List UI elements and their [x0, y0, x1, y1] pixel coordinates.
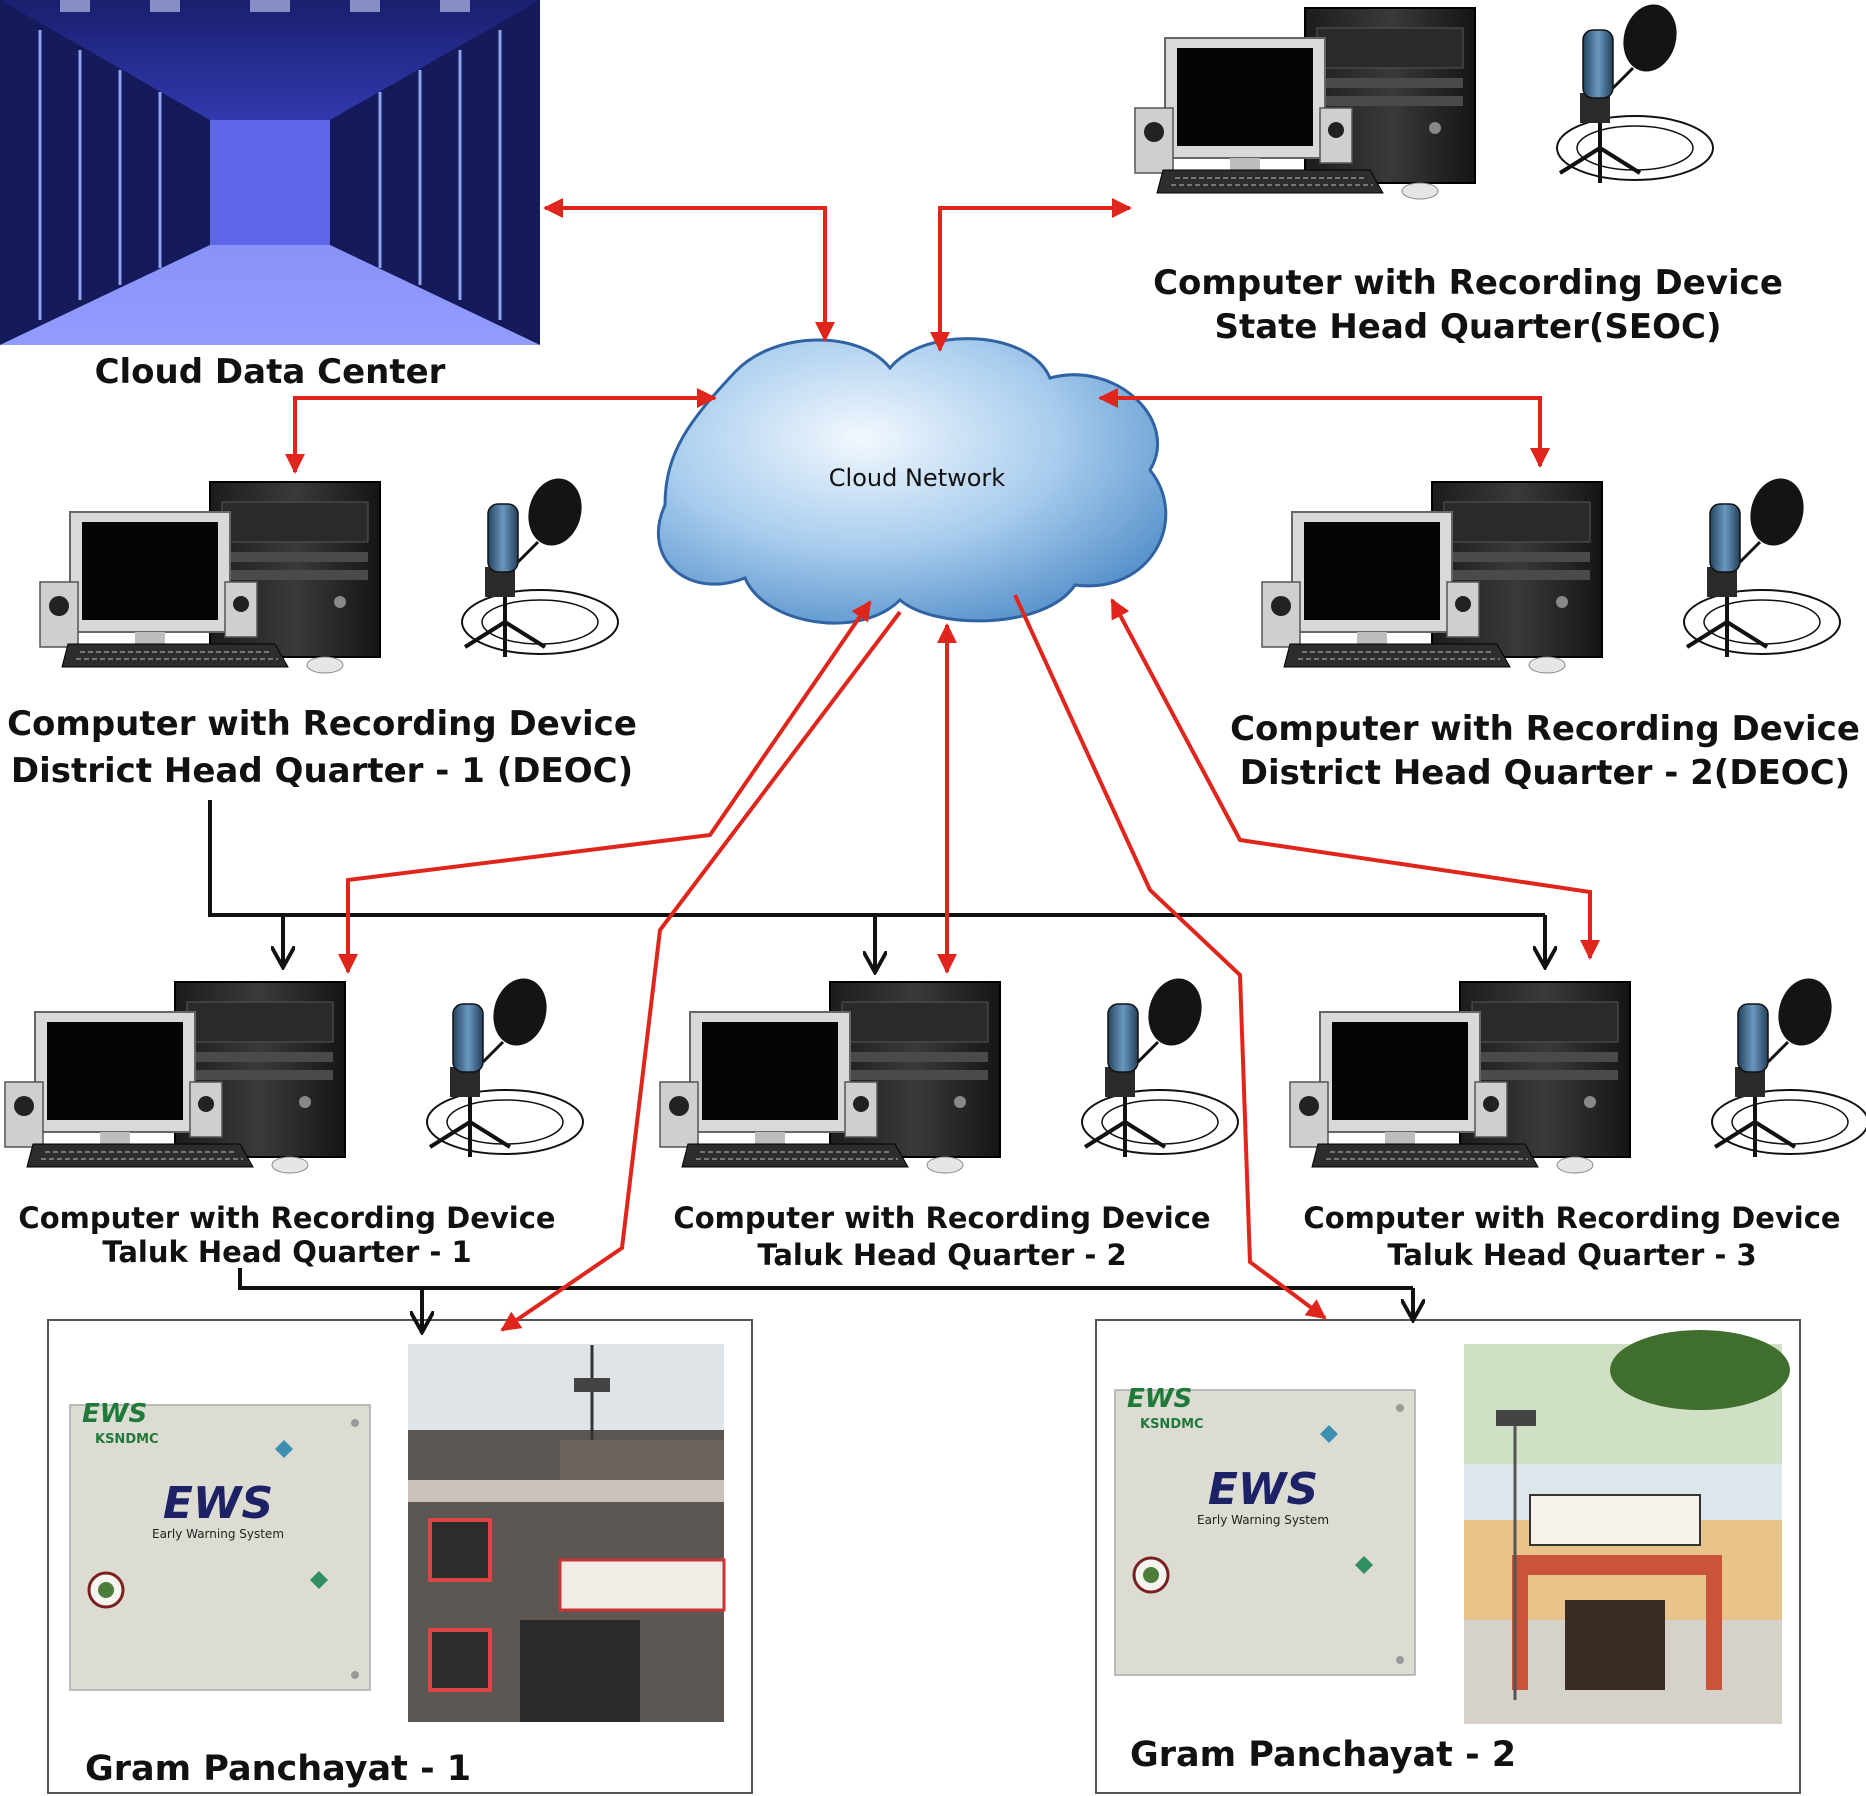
link-cloud-state-hq: [930, 198, 1132, 352]
taluk-hq-1-workstation: [3, 970, 585, 1175]
district-hq-2-workstation: [1260, 470, 1842, 675]
state-hq-label-line2: State Head Quarter(SEOC): [1214, 307, 1721, 347]
district-hq-1-label-line2: District Head Quarter - 1 (DEOC): [11, 751, 633, 791]
district-to-taluk-bus: [208, 800, 1545, 917]
taluk-hq-2-workstation: [658, 970, 1240, 1175]
taluk-hq-1-label-line1: Computer with Recording Device: [18, 1201, 555, 1235]
ews-subtitle-1: Early Warning System: [152, 1527, 284, 1541]
taluk-hq-2-label-line2: Taluk Head Quarter - 2: [757, 1238, 1126, 1272]
ews-title-2: EWS: [1208, 1464, 1318, 1515]
cloud-network-label: Cloud Network: [829, 464, 1005, 492]
hierarchy-links: [208, 800, 1545, 1330]
link-cloud-taluk-3: [1110, 598, 1600, 960]
district-hq-2-label-line2: District Head Quarter - 2(DEOC): [1240, 753, 1850, 793]
cloud-data-center-image: [0, 0, 540, 345]
ews-org-2: KSNDMC: [1140, 1417, 1204, 1432]
taluk-hq-2-label-line1: Computer with Recording Device: [673, 1201, 1210, 1235]
district-hq-1-label-line1: Computer with Recording Device: [7, 704, 637, 744]
taluk-hq-3-label-line1: Computer with Recording Device: [1303, 1201, 1840, 1235]
gram-panchayat-2-box: [1095, 1319, 1801, 1794]
ews-org-1: KSNDMC: [95, 1432, 159, 1447]
taluk-hq-3-label-line2: Taluk Head Quarter - 3: [1387, 1238, 1756, 1272]
district-hq-2-label-line1: Computer with Recording Device: [1230, 709, 1860, 749]
link-cloud-gram-panchayat-2: [1013, 594, 1327, 1320]
gram-panchayat-1-box: [47, 1319, 753, 1794]
network-links: [285, 198, 1600, 1332]
link-cloud-datacenter: [543, 198, 835, 342]
taluk-hq-3-workstation: [1288, 970, 1866, 1175]
state-hq-workstation: [1133, 0, 1715, 201]
ews-brand-2: EWS: [1127, 1384, 1192, 1414]
district-hq-1-workstation: [38, 470, 620, 675]
gram-panchayat-2-label: Gram Panchayat - 2: [1130, 1735, 1516, 1775]
ews-brand-1: EWS: [82, 1399, 147, 1429]
taluk-hq-1-label-line2: Taluk Head Quarter - 1: [102, 1235, 471, 1269]
link-cloud-taluk-1: [338, 600, 872, 974]
ews-subtitle-2: Early Warning System: [1197, 1513, 1329, 1527]
taluk-to-gram-bus: [238, 1268, 1413, 1290]
state-hq-label-line1: Computer with Recording Device: [1153, 263, 1783, 303]
link-cloud-district-1: [285, 388, 717, 474]
link-cloud-gram-panchayat-1: [500, 610, 902, 1332]
ews-title-1: EWS: [163, 1478, 273, 1529]
gram-panchayat-1-label: Gram Panchayat - 1: [85, 1749, 471, 1789]
cloud-data-center-label: Cloud Data Center: [95, 352, 446, 392]
link-cloud-district-2: [1098, 388, 1550, 468]
